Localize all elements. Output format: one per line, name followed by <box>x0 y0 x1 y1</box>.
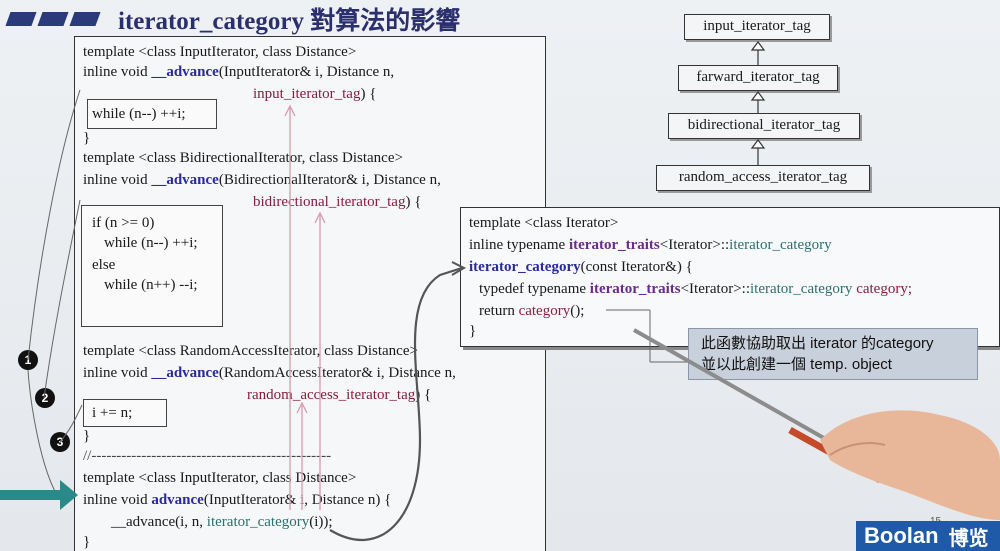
tree-inheritance-lines <box>750 41 766 165</box>
callout-leader <box>606 309 690 363</box>
logo-text-en: Boolan <box>864 523 939 548</box>
code-line: } <box>83 130 91 146</box>
function-name: iterator_category <box>469 259 581 275</box>
function-name: __advance <box>151 365 219 381</box>
callout-line: 並以此創建一個 temp. object <box>701 356 892 373</box>
tag-name: random_access_iterator_tag <box>247 387 416 403</box>
code-line: } <box>469 323 477 339</box>
function-name: advance <box>151 492 204 508</box>
code-line: while (n++) --i; <box>104 277 198 293</box>
code-line: template <class InputIterator, class Dis… <box>83 44 357 60</box>
code-line: iterator_category(const Iterator&) { <box>469 259 693 275</box>
code-line: input_iterator_tag) { <box>253 86 377 102</box>
tag-name: bidirectional_iterator_tag <box>253 194 406 210</box>
iterator-category-function-box: template <class Iterator> inline typenam… <box>460 207 1000 347</box>
code-line: inline void __advance(BidirectionalItera… <box>83 172 441 188</box>
code-line: inline typename iterator_traits<Iterator… <box>469 237 832 253</box>
category-call: iterator_category <box>206 514 310 530</box>
code-line: } <box>83 534 91 550</box>
category-flow-arrow <box>329 266 463 542</box>
code-line: template <class InputIterator, class Dis… <box>83 470 357 486</box>
code-line: template <class Iterator> <box>469 215 619 231</box>
code-line: while (n--) ++i; <box>104 235 198 251</box>
code-body-box: if (n >= 0) while (n--) ++i; else while … <box>81 205 223 327</box>
code-line: if (n >= 0) <box>92 215 155 231</box>
code-line: typedef typename iterator_traits<Iterato… <box>479 281 912 297</box>
code-line: else <box>92 257 116 273</box>
code-line: i += n; <box>92 405 133 421</box>
function-name: __advance <box>151 172 219 188</box>
code-line: } <box>83 428 91 444</box>
code-body-box: i += n; <box>83 399 167 427</box>
function-name: __advance <box>151 64 219 80</box>
tree-node-input-iterator-tag: input_iterator_tag <box>684 14 830 40</box>
badge-connectors <box>27 89 83 501</box>
code-line: return category(); <box>479 303 585 319</box>
code-body-box: while (n--) ++i; <box>87 99 217 129</box>
code-line: inline void __advance(InputIterator& i, … <box>83 64 395 80</box>
tree-node-forward-iterator-tag: farward_iterator_tag <box>678 65 838 91</box>
boolan-logo: Boolan 博览 <box>856 521 1000 551</box>
code-line: inline void advance(InputIterator& i, Di… <box>83 492 392 508</box>
tag-name: input_iterator_tag <box>253 86 361 102</box>
code-line: template <class RandomAccessIterator, cl… <box>83 343 418 359</box>
category-call: category <box>518 303 571 319</box>
code-line: inline void __advance(RandomAccessIterat… <box>83 365 456 381</box>
slide-title: iterator_category 對算法的影響 <box>118 8 461 35</box>
code-separator: //--------------------------------------… <box>83 448 332 464</box>
code-line: __advance(i, n, iterator_category(i)); <box>111 514 333 530</box>
step-badge: 2 <box>35 388 55 408</box>
code-line: bidirectional_iterator_tag) { <box>253 194 422 210</box>
callout-line: 此函數協助取出 iterator 的category <box>701 335 934 352</box>
presenter-hand <box>820 410 1000 520</box>
dispatch-arrows <box>284 104 326 510</box>
code-line: while (n--) ++i; <box>92 106 186 122</box>
tree-node-random-access-iterator-tag: random_access_iterator_tag <box>656 165 870 191</box>
teal-pointer-arrow-icon <box>0 480 78 510</box>
code-line: template <class BidirectionalIterator, c… <box>83 150 403 166</box>
explanation-callout: 此函數協助取出 iterator 的category 並以此創建一個 temp.… <box>688 328 978 380</box>
logo-text-cn: 博览 <box>948 527 989 550</box>
tree-node-bidirectional-iterator-tag: bidirectional_iterator_tag <box>668 113 860 139</box>
traits-name: iterator_traits <box>568 237 660 253</box>
slide-title-bar: iterator_category 對算法的影響 <box>5 4 461 35</box>
